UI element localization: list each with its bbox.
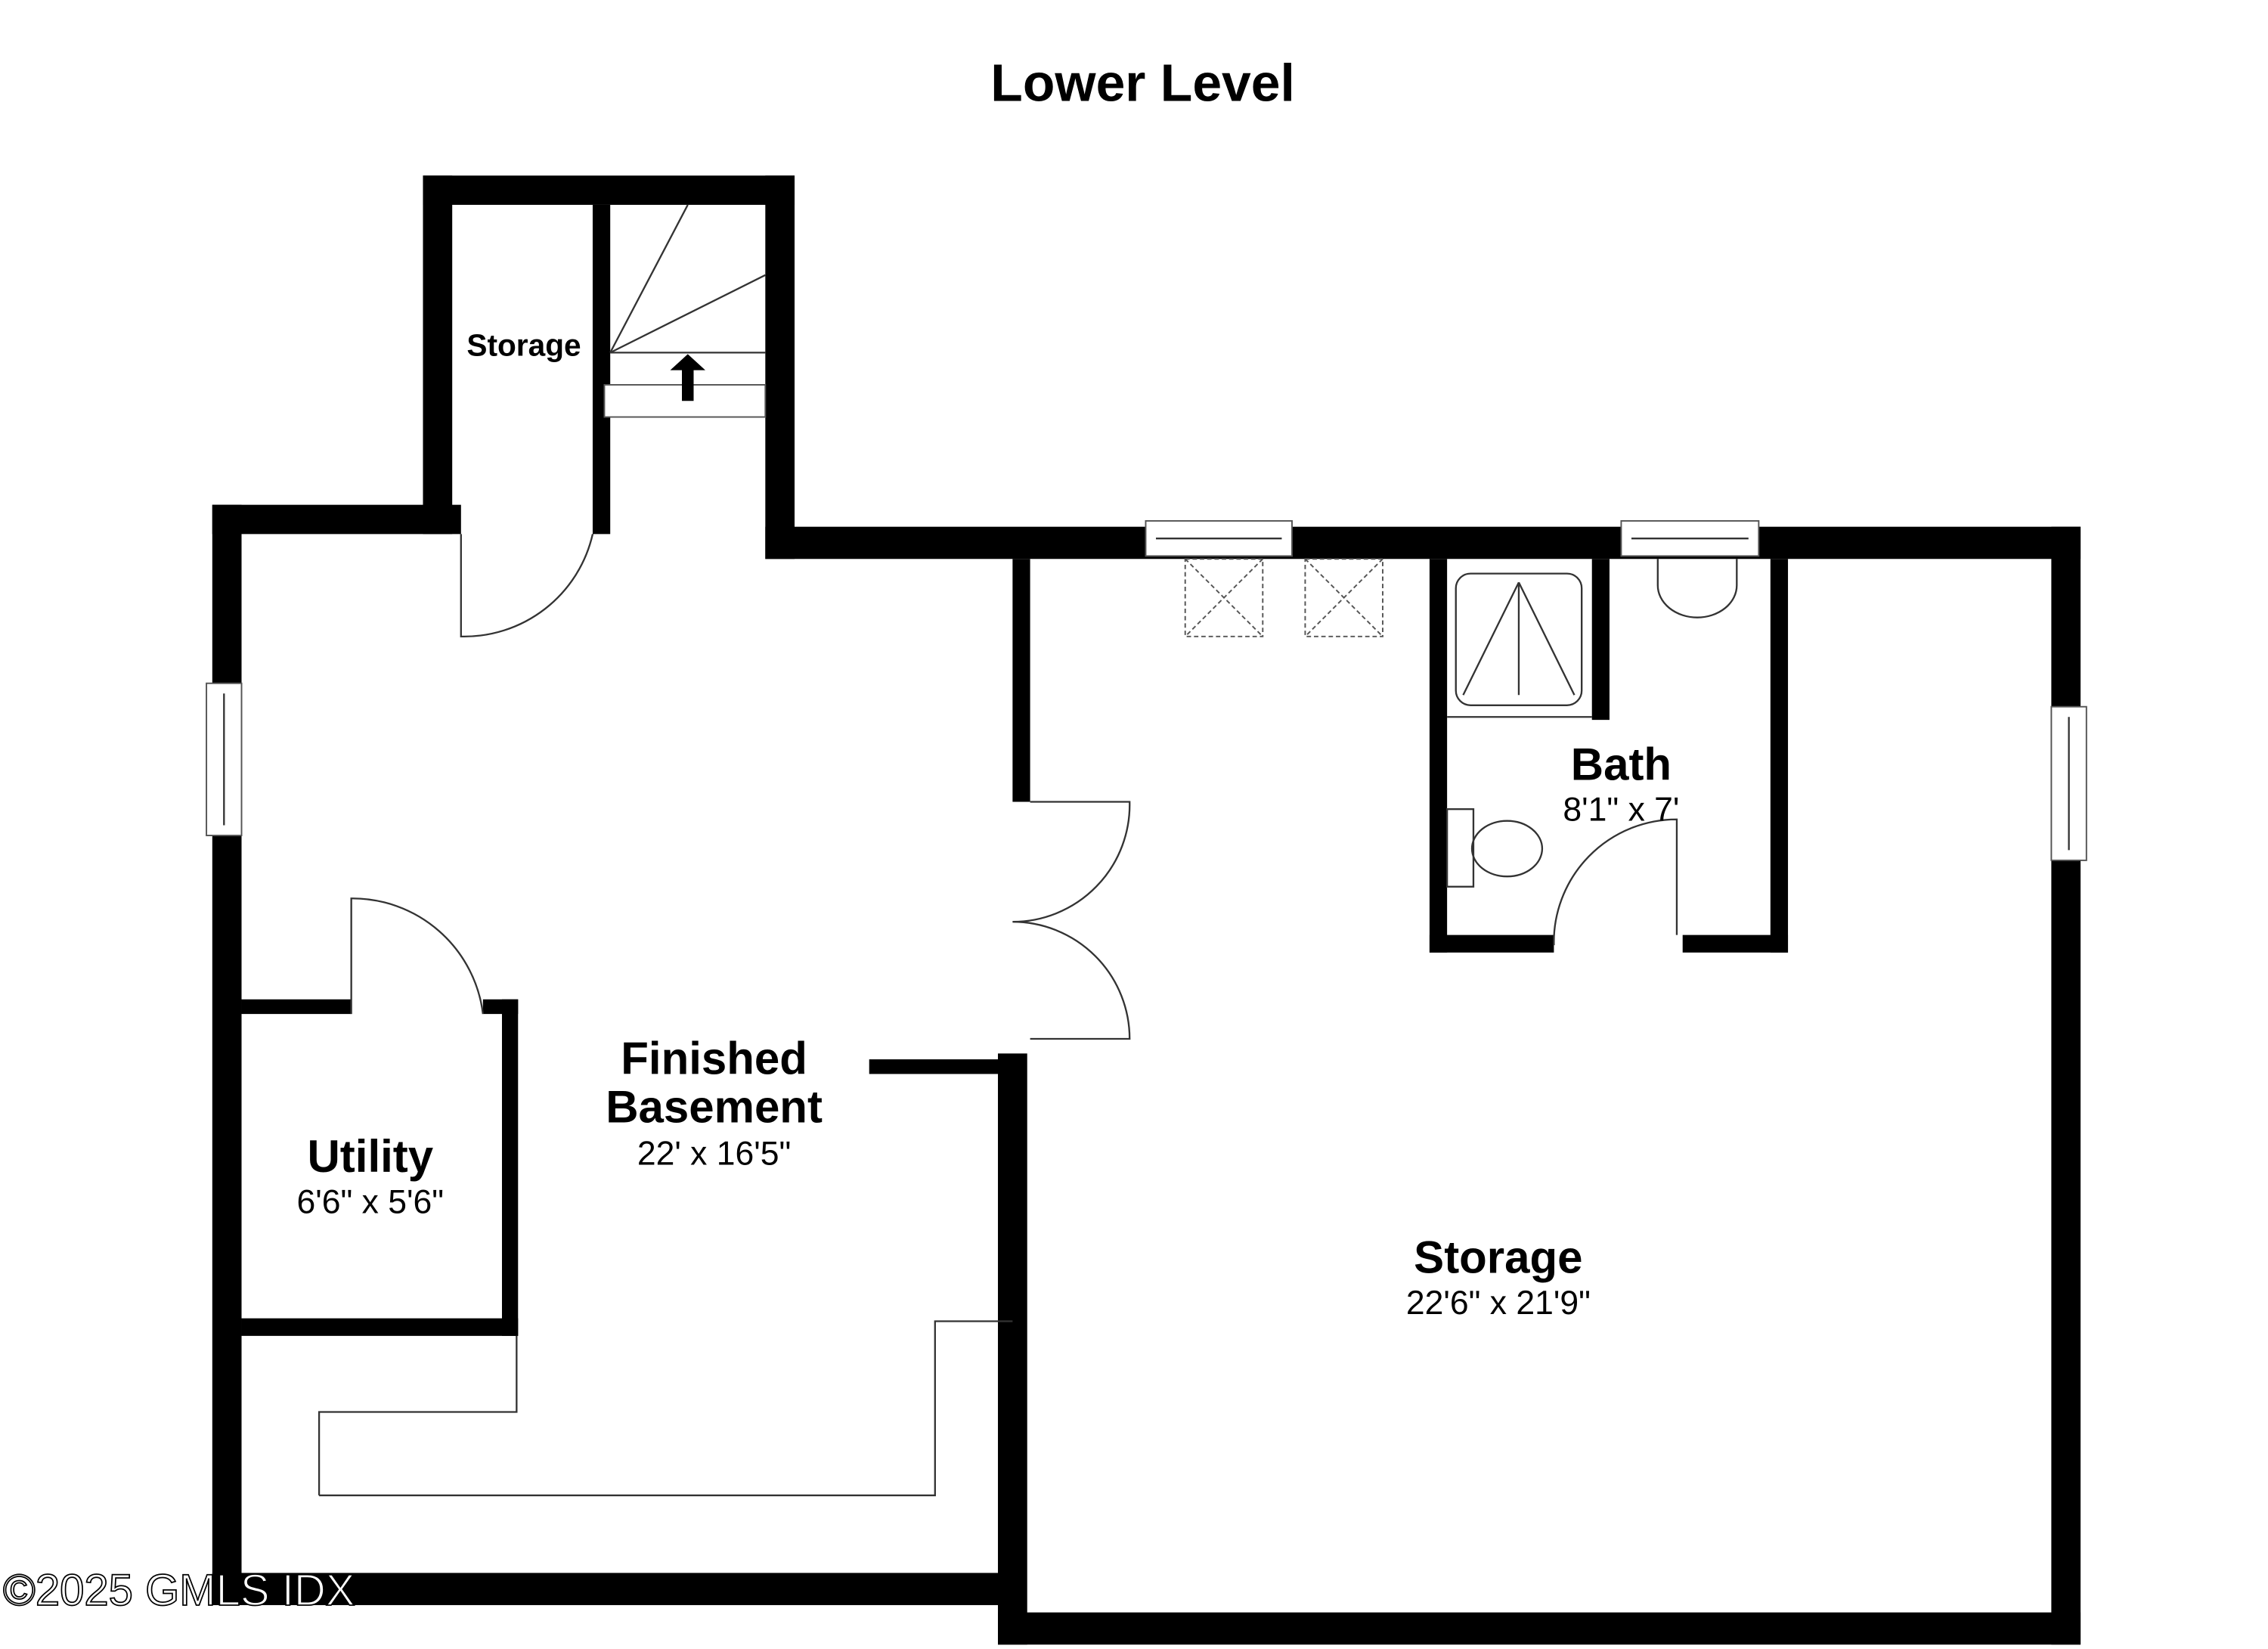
room-bath: Bath	[1571, 739, 1672, 789]
stairs	[603, 204, 767, 418]
sink	[1656, 559, 1738, 618]
room-finished-basement-dims: 22' x 16'5"	[637, 1135, 792, 1172]
room-finished-basement-line2: Basement	[606, 1081, 823, 1132]
doors	[350, 534, 1678, 1040]
toilet	[1470, 820, 1544, 878]
room-storage-large-dims: 22'6" x 21'9"	[1406, 1285, 1591, 1322]
room-utility: Utility	[307, 1131, 433, 1182]
room-utility-dims: 6'6" x 5'6"	[297, 1183, 445, 1220]
counter	[318, 1320, 1013, 1496]
stairs-up-arrow-icon	[670, 354, 705, 401]
room-storage-small: Storage	[466, 327, 581, 362]
room-finished-basement-line1: Finished	[621, 1033, 807, 1083]
watermark: ©2025 GMLS IDX	[3, 1566, 355, 1615]
plan-title: Lower Level	[990, 54, 1295, 113]
room-bath-dims: 8'1" x 7'	[1563, 792, 1679, 829]
shower	[1455, 572, 1583, 706]
room-storage-large: Storage	[1414, 1232, 1582, 1283]
walls	[212, 175, 2081, 1645]
toilet-tank	[1445, 808, 1475, 888]
fixtures	[318, 558, 1738, 1496]
windows	[206, 519, 2087, 861]
